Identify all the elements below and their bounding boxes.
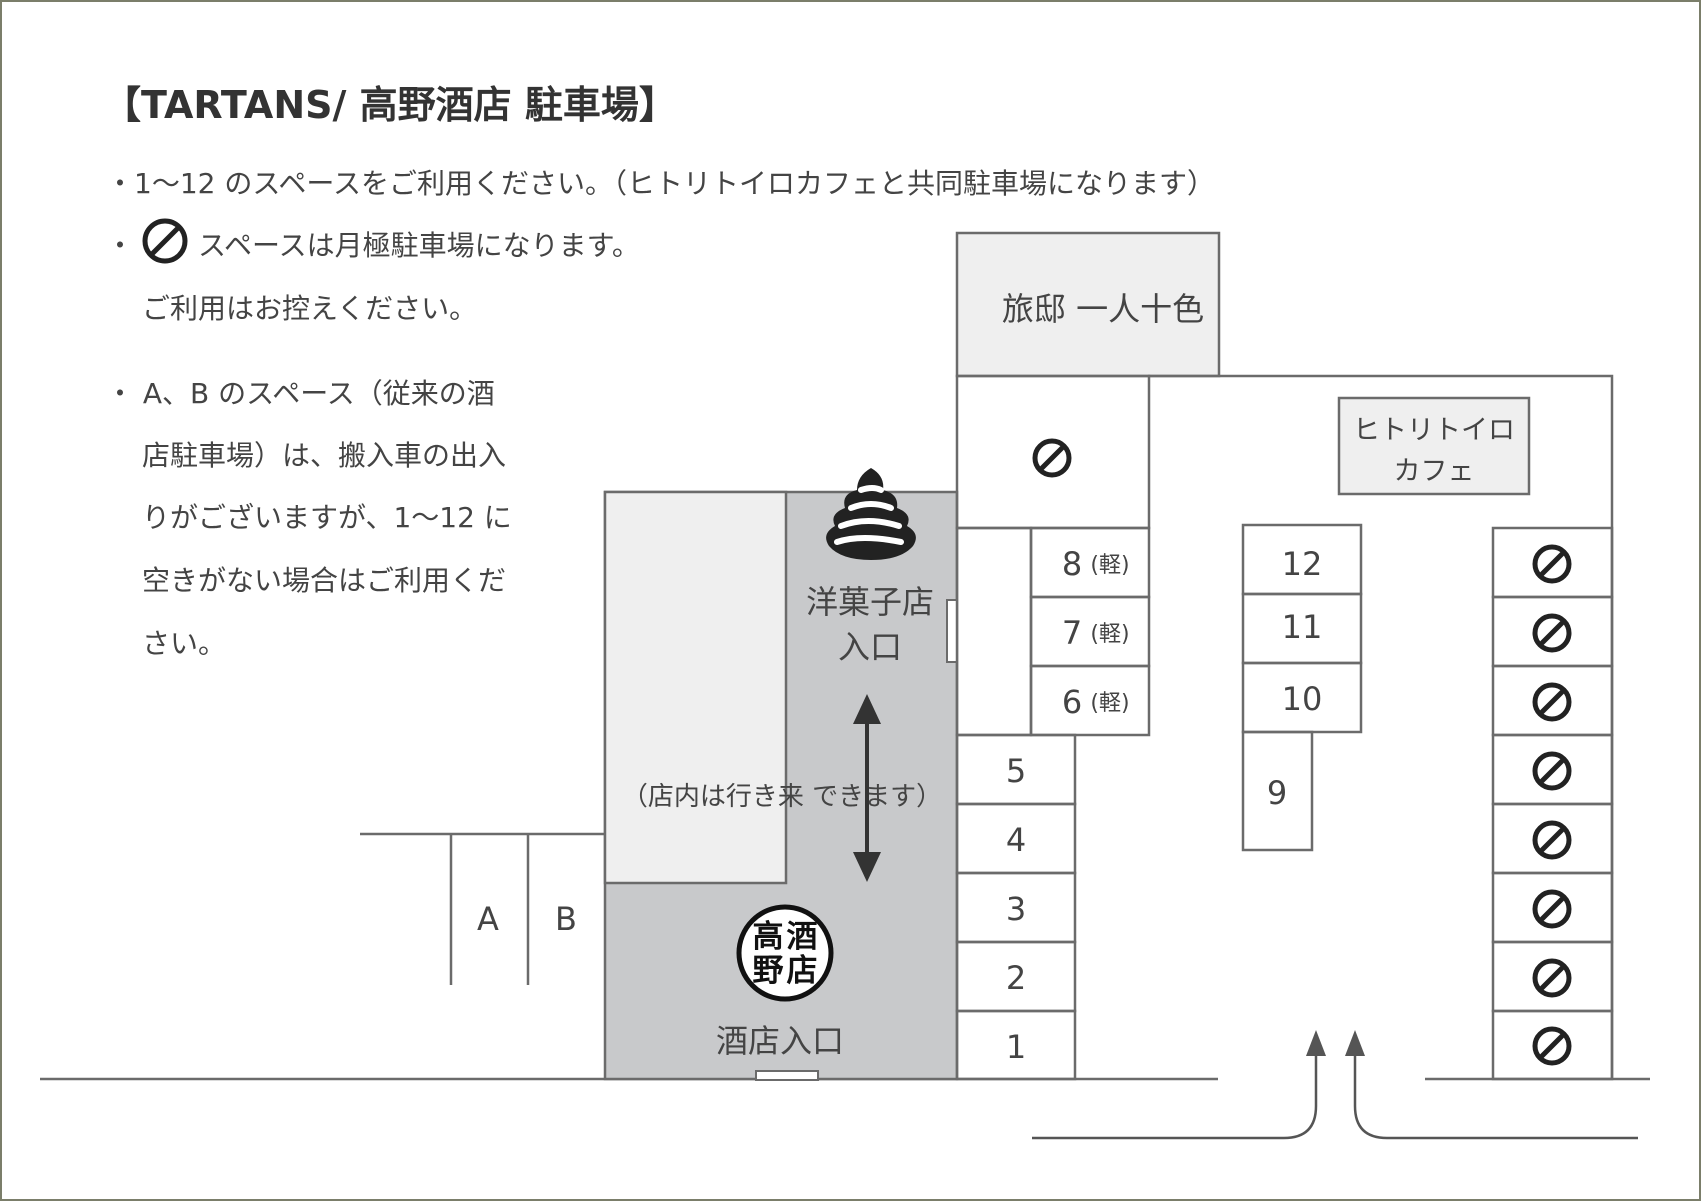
no-parking-icon — [1535, 547, 1569, 581]
no-parking-icon — [1535, 892, 1569, 926]
no-parking-icon — [1535, 685, 1569, 719]
yogashi-label-2: 入口 — [838, 628, 902, 666]
sake-entrance-label: 酒店入口 — [716, 1022, 844, 1060]
svg-text:12: 12 — [1282, 545, 1323, 583]
svg-text:酒: 酒 — [787, 919, 818, 955]
monthly-spaces-right — [1491, 526, 1614, 1081]
no-parking-icon — [1535, 616, 1569, 650]
svg-text:(軽): (軽) — [1090, 553, 1129, 578]
note-line-7: 空きがない場合はご利用くだ — [142, 564, 506, 597]
svg-text:(軽): (軽) — [1090, 691, 1129, 716]
cafe-label-2: カフェ — [1394, 456, 1475, 487]
svg-text:4: 4 — [1006, 821, 1026, 859]
soft-cream-icon — [826, 468, 916, 560]
cafe-label-1: ヒトリトイロ — [1353, 415, 1515, 446]
space-9 — [1241, 730, 1314, 852]
space-1 — [955, 1009, 1077, 1081]
note-line-8: さい。 — [142, 627, 226, 660]
svg-text:3: 3 — [1006, 890, 1026, 928]
space-b-label: B — [555, 900, 577, 938]
note-line-3: ご利用はお控えください。 — [142, 292, 477, 325]
no-parking-icon — [142, 218, 188, 264]
svg-text:5: 5 — [1006, 752, 1026, 790]
svg-text:野: 野 — [753, 953, 784, 989]
note-line-5: 店駐車場）は、搬入車の出入 — [142, 439, 506, 472]
sake-door — [755, 1070, 819, 1081]
svg-text:6: 6 — [1062, 683, 1082, 721]
note-line-6: りがございますが、1〜12 に — [142, 501, 512, 534]
page-title: 【TARTANS/ 高野酒店 駐車場】 — [103, 83, 677, 127]
svg-text:2: 2 — [1006, 959, 1026, 997]
cafe-building — [1337, 396, 1531, 496]
svg-text:8: 8 — [1062, 545, 1082, 583]
passage-arrow-icon — [853, 694, 881, 882]
svg-text:高: 高 — [753, 919, 784, 955]
exit-arrow-icon — [1345, 1030, 1638, 1140]
entry-arrow-icon — [1032, 1030, 1326, 1140]
note-bullet-2: ・ — [106, 229, 134, 262]
ryotei-label: 旅邸 一人十色 — [1002, 290, 1204, 328]
note-line-1: ・1〜12 のスペースをご利用ください。（ヒトリトイロカフェと共同駐車場になりま… — [106, 167, 1215, 200]
no-parking-icon — [1535, 823, 1569, 857]
no-parking-icon — [1535, 754, 1569, 788]
shop-annex — [603, 490, 788, 885]
svg-text:7: 7 — [1062, 614, 1082, 652]
svg-text:11: 11 — [1282, 608, 1323, 646]
yogashi-label-1: 洋菓子店 — [806, 583, 934, 621]
note-line-4: ・ A、B のスペース（従来の酒 — [106, 377, 495, 410]
monthly-space-top — [955, 374, 1151, 530]
takano-sake-logo: 高 酒 野 店 — [736, 904, 834, 1002]
space-a-label: A — [477, 900, 499, 938]
svg-text:店: 店 — [787, 953, 818, 989]
yogashi-door — [946, 599, 958, 663]
svg-text:9: 9 — [1267, 774, 1287, 812]
svg-text:1: 1 — [1006, 1028, 1026, 1066]
no-parking-icon — [1035, 441, 1069, 475]
svg-text:10: 10 — [1282, 680, 1323, 718]
no-parking-icon — [1535, 961, 1569, 995]
ryotei-building — [955, 231, 1221, 378]
no-parking-icon — [1535, 1029, 1569, 1063]
passage-label: （店内は行き来 できます） — [622, 782, 942, 812]
note-line-2: スペースは月極駐車場になります。 — [198, 229, 640, 262]
svg-text:(軽): (軽) — [1090, 622, 1129, 647]
space-6 — [1029, 664, 1151, 737]
